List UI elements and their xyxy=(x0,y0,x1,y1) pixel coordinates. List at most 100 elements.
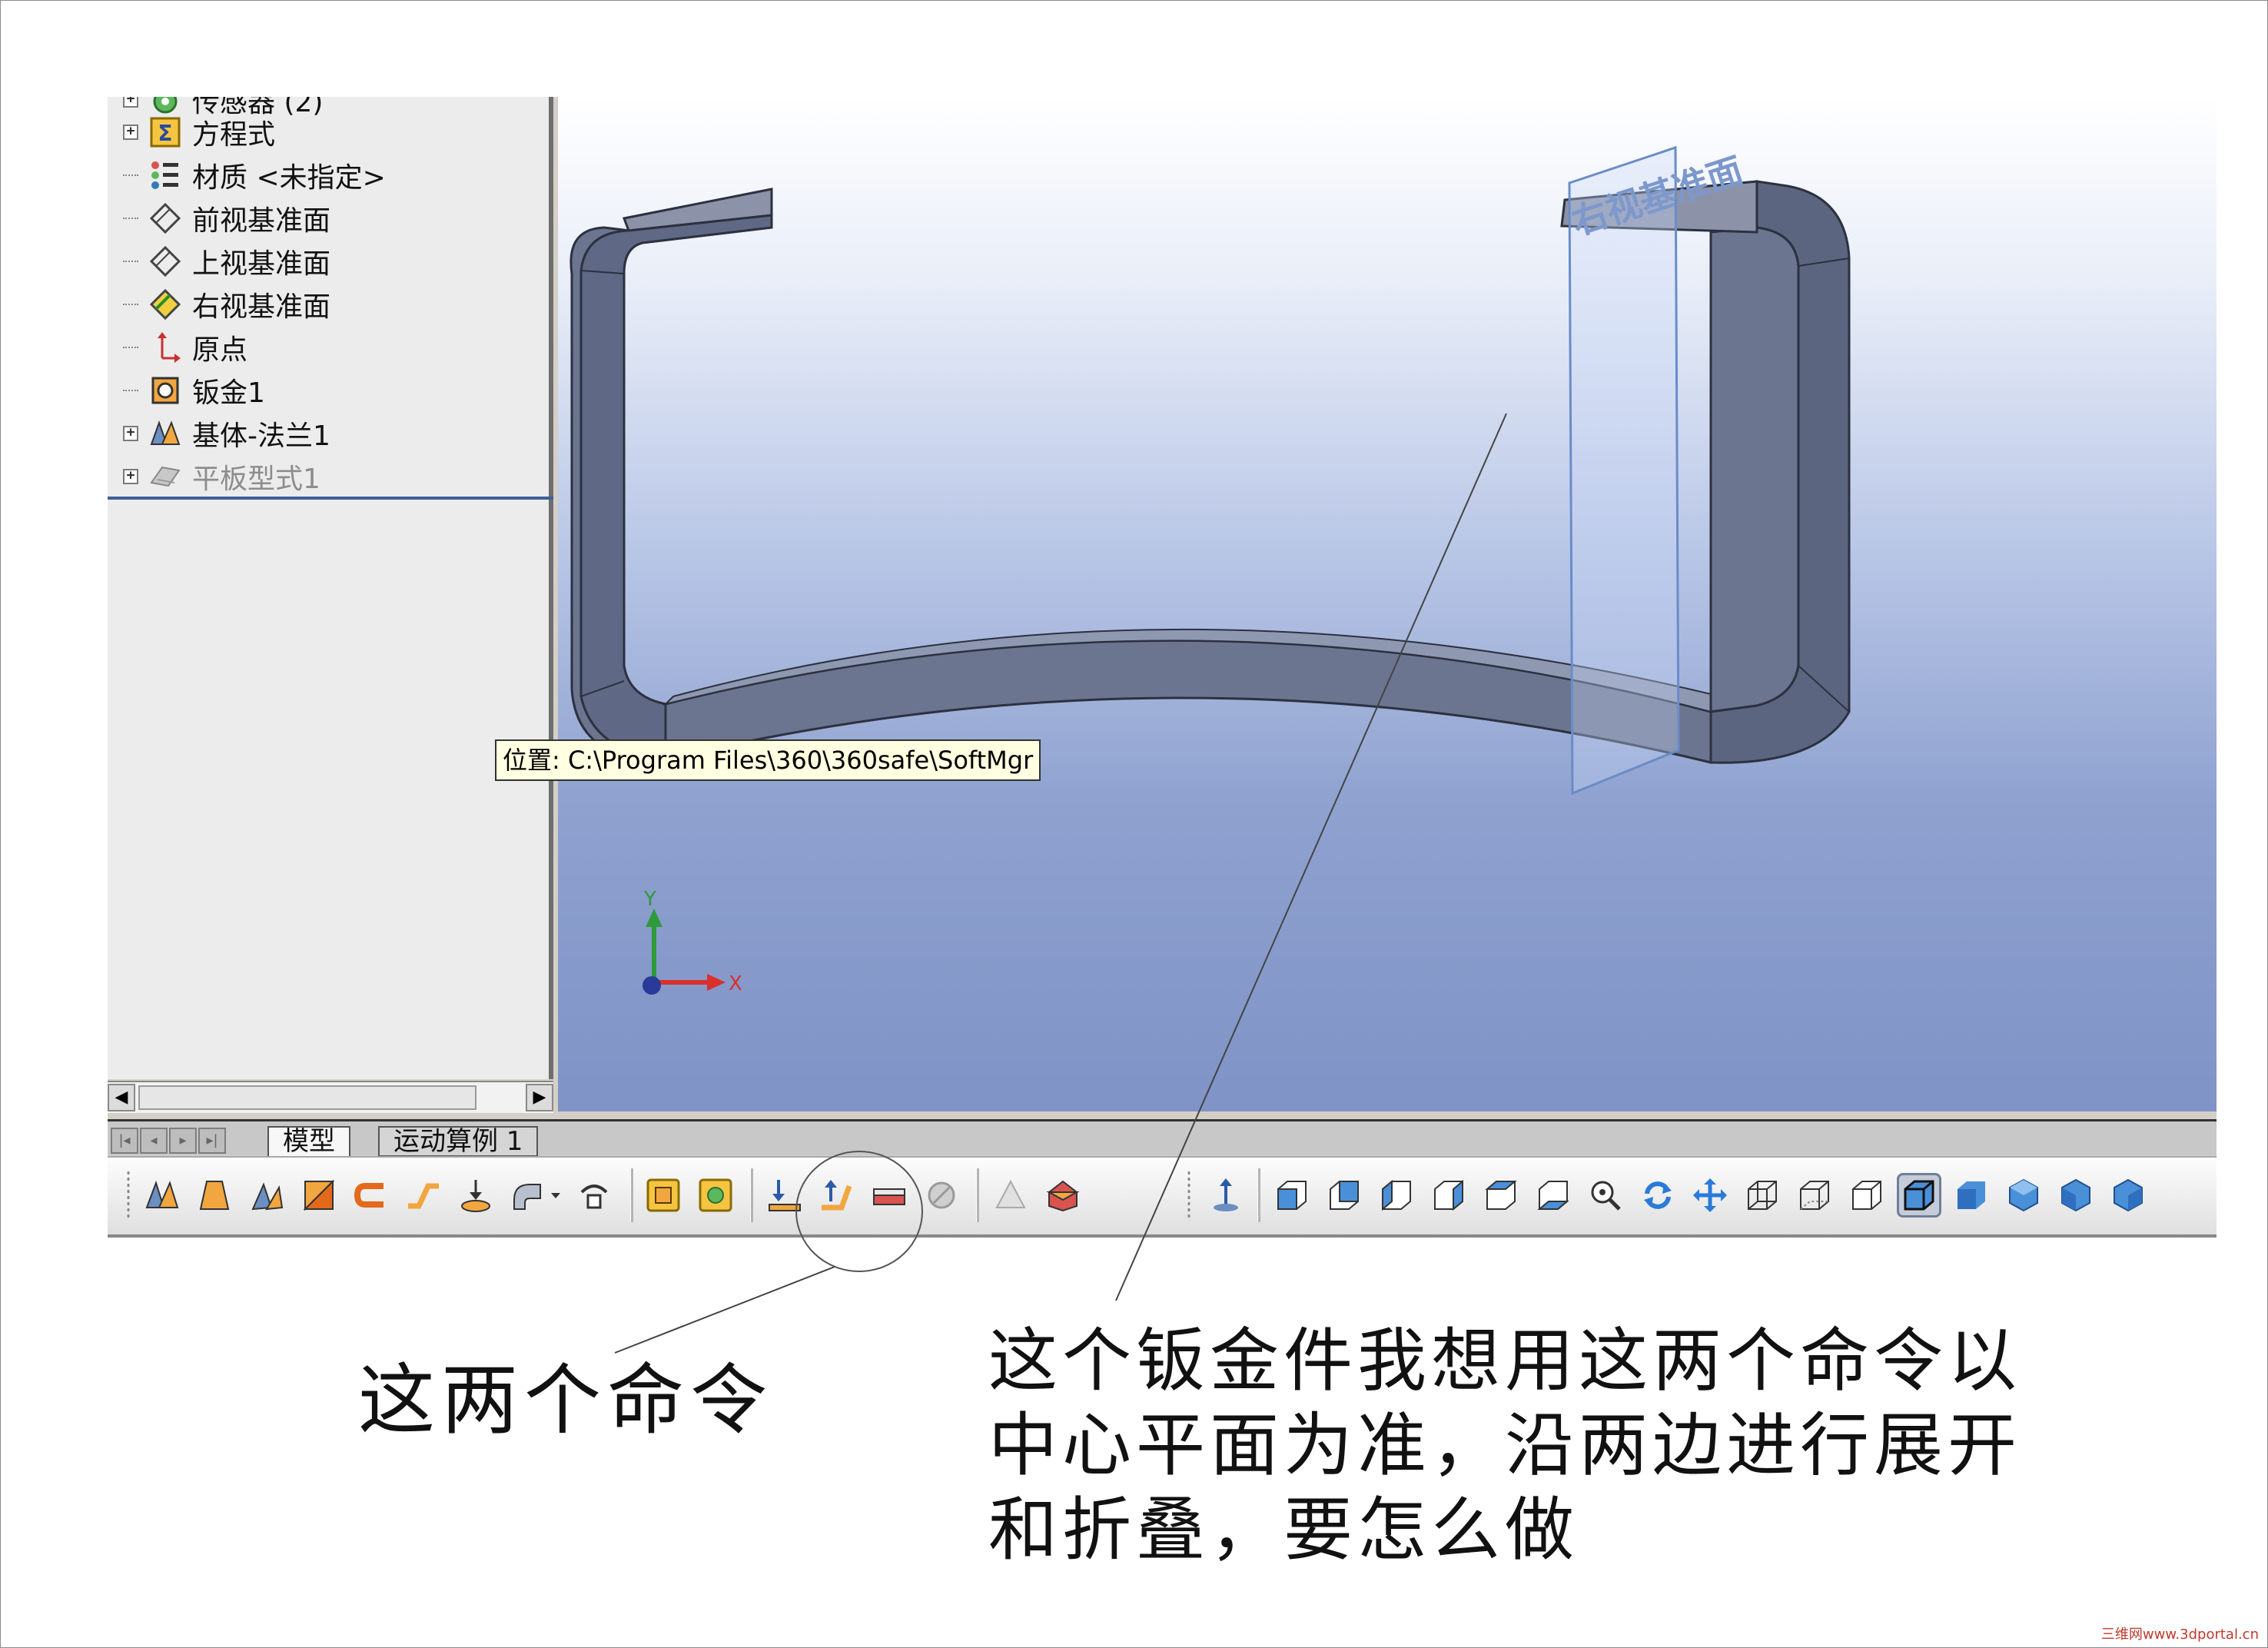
flatten-icon[interactable] xyxy=(641,1173,686,1218)
origin-icon xyxy=(148,330,183,365)
expand-toggle[interactable]: + xyxy=(123,125,138,140)
sketched-bend-icon[interactable] xyxy=(453,1173,498,1218)
highlight-circle xyxy=(795,1151,923,1272)
tree-item-right-plane[interactable]: 右视基准面 xyxy=(123,284,330,324)
tree-item-base-flange[interactable]: + 基体-法兰1 xyxy=(123,414,330,454)
tree-item-front-plane[interactable]: 前视基准面 xyxy=(123,198,330,238)
plane-selected-icon xyxy=(148,287,183,322)
view-orient-2-icon[interactable] xyxy=(2054,1173,2098,1218)
tree-item-top-plane[interactable]: 上视基准面 xyxy=(123,241,330,281)
annotation-line-3: 和折叠，要怎么做 xyxy=(988,1490,1579,1570)
axis-triad: Y X xyxy=(643,888,742,995)
tree-item-origin[interactable]: 原点 xyxy=(123,327,247,367)
equation-icon: Σ xyxy=(148,115,183,150)
tree-item-sensors[interactable]: + 传感器 (2) xyxy=(123,97,323,120)
tree-horizontal-scrollbar[interactable]: ◀ ▶ xyxy=(108,1081,553,1113)
callout-line-right xyxy=(1115,413,1507,1301)
callout-line-left xyxy=(614,1266,835,1354)
lofted-bend-icon[interactable] xyxy=(192,1173,237,1218)
wireframe-icon[interactable] xyxy=(1740,1173,1785,1218)
tree-item-label: 上视基准面 xyxy=(192,248,331,280)
pan-icon[interactable] xyxy=(1688,1173,1732,1218)
back-view-icon[interactable] xyxy=(1322,1173,1366,1218)
unfold-icon[interactable] xyxy=(762,1173,807,1218)
right-plane-display[interactable] xyxy=(1568,145,1680,796)
tree-item-flat-pattern[interactable]: + 平板型式1 xyxy=(123,457,320,497)
bottom-tab-bar: |◂ ◂ ▸ ▸| 模型 运动算例 1 xyxy=(108,1119,2217,1157)
bottom-view-icon[interactable] xyxy=(1531,1173,1576,1218)
miter-flange-icon[interactable] xyxy=(297,1173,341,1218)
sheetmetal-icon xyxy=(148,373,183,408)
tree-item-label: 基体-法兰1 xyxy=(192,420,330,452)
hidden-lines-removed-icon[interactable] xyxy=(1845,1173,1889,1218)
base-flange-icon xyxy=(148,416,183,451)
sensor-icon xyxy=(148,97,183,118)
sheet-metal-part[interactable] xyxy=(569,180,1851,764)
shaded-edges-icon[interactable] xyxy=(1897,1173,1941,1218)
scroll-right-button[interactable]: ▶ xyxy=(526,1084,553,1111)
toolbar-grip[interactable] xyxy=(126,1170,131,1221)
fold-icon[interactable] xyxy=(815,1173,859,1218)
insert-bends-icon[interactable] xyxy=(867,1173,912,1218)
welded-corner-icon[interactable] xyxy=(572,1173,616,1218)
tree-item-label: 右视基准面 xyxy=(192,291,331,323)
tab-last-button[interactable]: ▸| xyxy=(198,1128,226,1154)
rip-icon[interactable] xyxy=(919,1173,964,1218)
rotate-icon[interactable] xyxy=(1635,1173,1680,1218)
view-orient-1-icon[interactable] xyxy=(2001,1173,2046,1218)
tab-next-button[interactable]: ▸ xyxy=(169,1128,197,1154)
tab-first-button[interactable]: |◂ xyxy=(111,1128,138,1154)
hem-icon[interactable] xyxy=(349,1173,393,1218)
plane-icon xyxy=(148,201,183,236)
tree-item-sheetmetal[interactable]: 钣金1 xyxy=(123,370,265,410)
tree-item-label: 材质 <未指定> xyxy=(192,162,386,194)
right-view-icon[interactable] xyxy=(1426,1173,1471,1218)
front-view-icon[interactable] xyxy=(1270,1173,1314,1218)
expand-toggle[interactable]: + xyxy=(123,426,138,441)
hidden-lines-visible-icon[interactable] xyxy=(1792,1173,1837,1218)
edge-flange-icon[interactable] xyxy=(244,1173,289,1218)
tab-prev-button[interactable]: ◂ xyxy=(140,1128,168,1154)
tree-item-label: 平板型式1 xyxy=(192,464,320,495)
expand-toggle[interactable]: + xyxy=(123,97,138,108)
expand-toggle[interactable]: + xyxy=(123,469,138,484)
cut-icon[interactable] xyxy=(1041,1173,1085,1218)
zoom-icon[interactable] xyxy=(1583,1173,1628,1218)
base-flange-icon[interactable] xyxy=(140,1173,184,1218)
axis-x-label: X xyxy=(729,972,742,995)
annotation-line-2: 中心平面为准，沿两边进行展开 xyxy=(988,1405,2021,1486)
tree-rollback-bar[interactable] xyxy=(108,497,553,500)
top-view-icon[interactable] xyxy=(1479,1173,1523,1218)
svg-text:Σ: Σ xyxy=(158,121,172,146)
tree-item-label: 传感器 (2) xyxy=(192,97,324,118)
dropdown-arrow-icon[interactable] xyxy=(544,1173,567,1218)
tree-item-label: 方程式 xyxy=(192,119,276,151)
no-bends-icon[interactable] xyxy=(693,1173,738,1218)
shaded-icon[interactable] xyxy=(1949,1173,1994,1218)
scroll-thumb[interactable] xyxy=(138,1085,477,1110)
tab-motion-study-1[interactable]: 运动算例 1 xyxy=(378,1126,539,1157)
tree-item-label: 钣金1 xyxy=(192,377,265,409)
tab-model[interactable]: 模型 xyxy=(267,1126,350,1157)
left-view-icon[interactable] xyxy=(1374,1173,1419,1218)
tree-item-material[interactable]: 材质 <未指定> xyxy=(123,155,386,195)
tree-item-equations[interactable]: + Σ 方程式 xyxy=(123,112,275,152)
material-icon xyxy=(148,158,183,193)
annotation-line-1: 这个钣金件我想用这两个命令以 xyxy=(988,1321,2021,1401)
view-orient-3-icon[interactable] xyxy=(2106,1173,2150,1218)
watermark: 三维网www.3dportal.cn xyxy=(2100,1626,2259,1643)
convert-to-sheetmetal-icon[interactable] xyxy=(988,1173,1033,1218)
jog-icon[interactable] xyxy=(401,1173,446,1218)
feature-manager-tree[interactable]: + 传感器 (2) + Σ 方程式 材质 <未指定> 前视基准面 xyxy=(108,97,553,1079)
tooltip: 位置: C:\Program Files\360\360safe\SoftMgr xyxy=(495,739,1041,781)
closed-corner-icon[interactable] xyxy=(506,1173,550,1218)
normal-to-icon[interactable] xyxy=(1204,1173,1248,1218)
tree-item-label: 原点 xyxy=(192,334,248,366)
plane-icon xyxy=(148,244,183,279)
graphics-viewport[interactable]: 右视基准面 Y X xyxy=(558,97,2217,1111)
toolbar-grip[interactable] xyxy=(1187,1170,1191,1221)
annotation-question: 这个钣金件我想用这两个命令以 中心平面为准，沿两边进行展开 和折叠，要怎么做 xyxy=(988,1319,2203,1573)
scroll-left-button[interactable]: ◀ xyxy=(108,1084,135,1111)
flat-pattern-icon xyxy=(148,459,183,494)
